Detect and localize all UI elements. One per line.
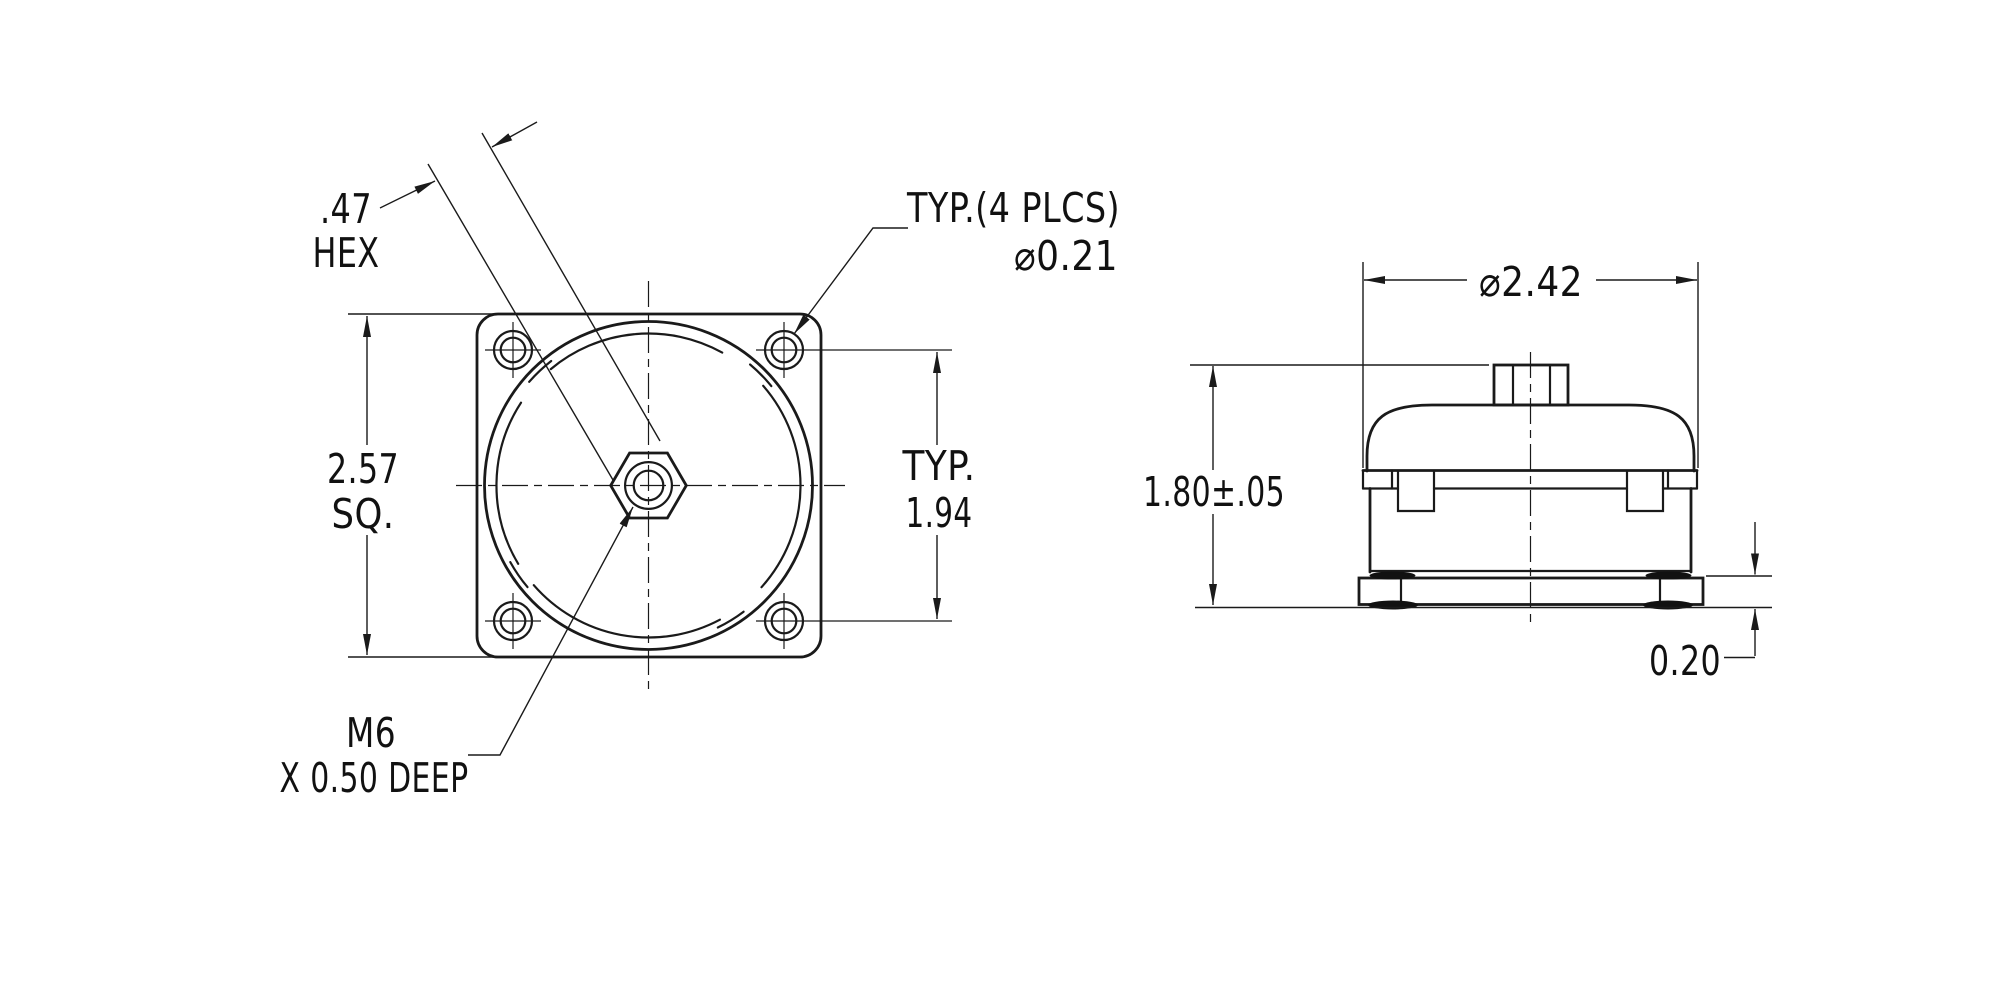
dimension-base-thickness: 0.20	[1649, 522, 1772, 685]
dimension-square-size: 2.57 SQ.	[327, 316, 399, 655]
thread-callout-line1: M6	[346, 709, 396, 757]
base-thickness-value: 0.20	[1649, 637, 1721, 685]
dimension-hole-spacing: TYP. 1.94	[902, 352, 976, 619]
dimension-height: 1.80±.05	[1143, 364, 1489, 605]
rubber-pad-top-left	[1369, 571, 1416, 580]
bolt-hole-top-right	[756, 322, 952, 378]
flange-tab-right	[1625, 469, 1665, 513]
flange-tab-left	[1396, 469, 1436, 513]
height-value: 1.80±.05	[1143, 468, 1285, 516]
hole-spacing-value: 1.94	[906, 489, 973, 537]
thread-leader	[468, 506, 634, 756]
bolt-hole-bottom-right	[756, 593, 952, 649]
hex-size-suffix: HEX	[313, 229, 380, 277]
bolt-hole-top-left	[485, 322, 541, 378]
diameter-value: ⌀2.42	[1479, 258, 1583, 306]
bolt-hole-callout-line1: TYP.(4 PLCS)	[906, 184, 1120, 232]
bolt-hole-callout-line2: ⌀0.21	[1014, 232, 1118, 280]
rubber-pad-top-right	[1645, 571, 1692, 580]
square-size-suffix: SQ.	[332, 490, 395, 538]
front-view: 2.57 SQ. TYP. 1.94 .47 HEX TYP.(4 PLCS) …	[280, 121, 1120, 802]
callout-bolt-holes: TYP.(4 PLCS) ⌀0.21	[793, 184, 1120, 335]
dimension-hex-size: .47 HEX	[313, 121, 661, 481]
hex-ext-line-left	[427, 163, 614, 481]
bolt-hole-leader	[793, 227, 908, 335]
hex-size-value: .47	[320, 185, 372, 233]
hole-spacing-prefix: TYP.	[902, 442, 976, 490]
side-view: ⌀2.42 1.80±.05 0.20	[1143, 258, 1772, 685]
square-size-value: 2.57	[327, 445, 399, 493]
thread-callout-line2: X 0.50 DEEP	[280, 754, 469, 802]
dimension-diameter: ⌀2.42	[1362, 258, 1699, 468]
retaining-ring-segments	[495, 332, 802, 639]
callout-thread: M6 X 0.50 DEEP	[280, 506, 634, 802]
hex-ext-line-right	[481, 132, 661, 442]
bolt-hole-bottom-left	[485, 593, 541, 649]
